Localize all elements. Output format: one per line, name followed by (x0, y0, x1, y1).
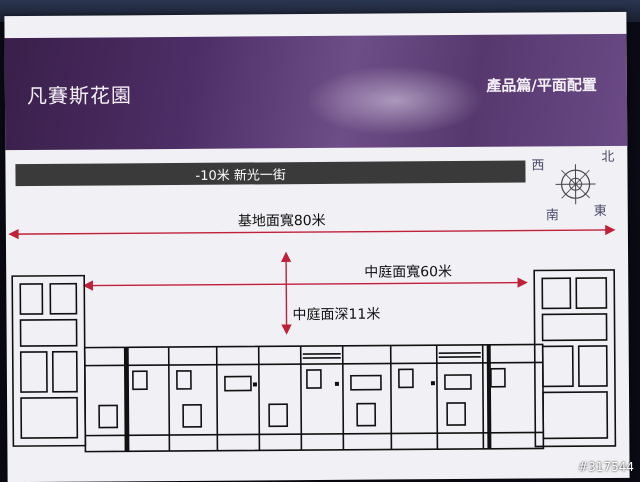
compass-rose-icon (553, 162, 597, 206)
right-tower (534, 270, 615, 447)
site-width-arrow-right (606, 226, 614, 234)
floor-plan-drawing (6, 252, 629, 456)
site-width-label: 基地面寬80米 (238, 210, 326, 231)
compass-north: 北 (601, 146, 614, 165)
watermark: #317544 (578, 460, 634, 474)
floor-plan-sheet: 凡賽斯花園 產品篇/平面配置 -10米 新光一街 基地面寬80米 中庭面寬60米… (4, 12, 629, 482)
compass-west: 西 (531, 154, 544, 173)
compass-south: 南 (546, 204, 559, 223)
site-width-arrow-left (10, 230, 18, 238)
site-width-line (14, 230, 610, 234)
compass-east: 東 (594, 200, 607, 219)
left-tower (12, 276, 85, 446)
